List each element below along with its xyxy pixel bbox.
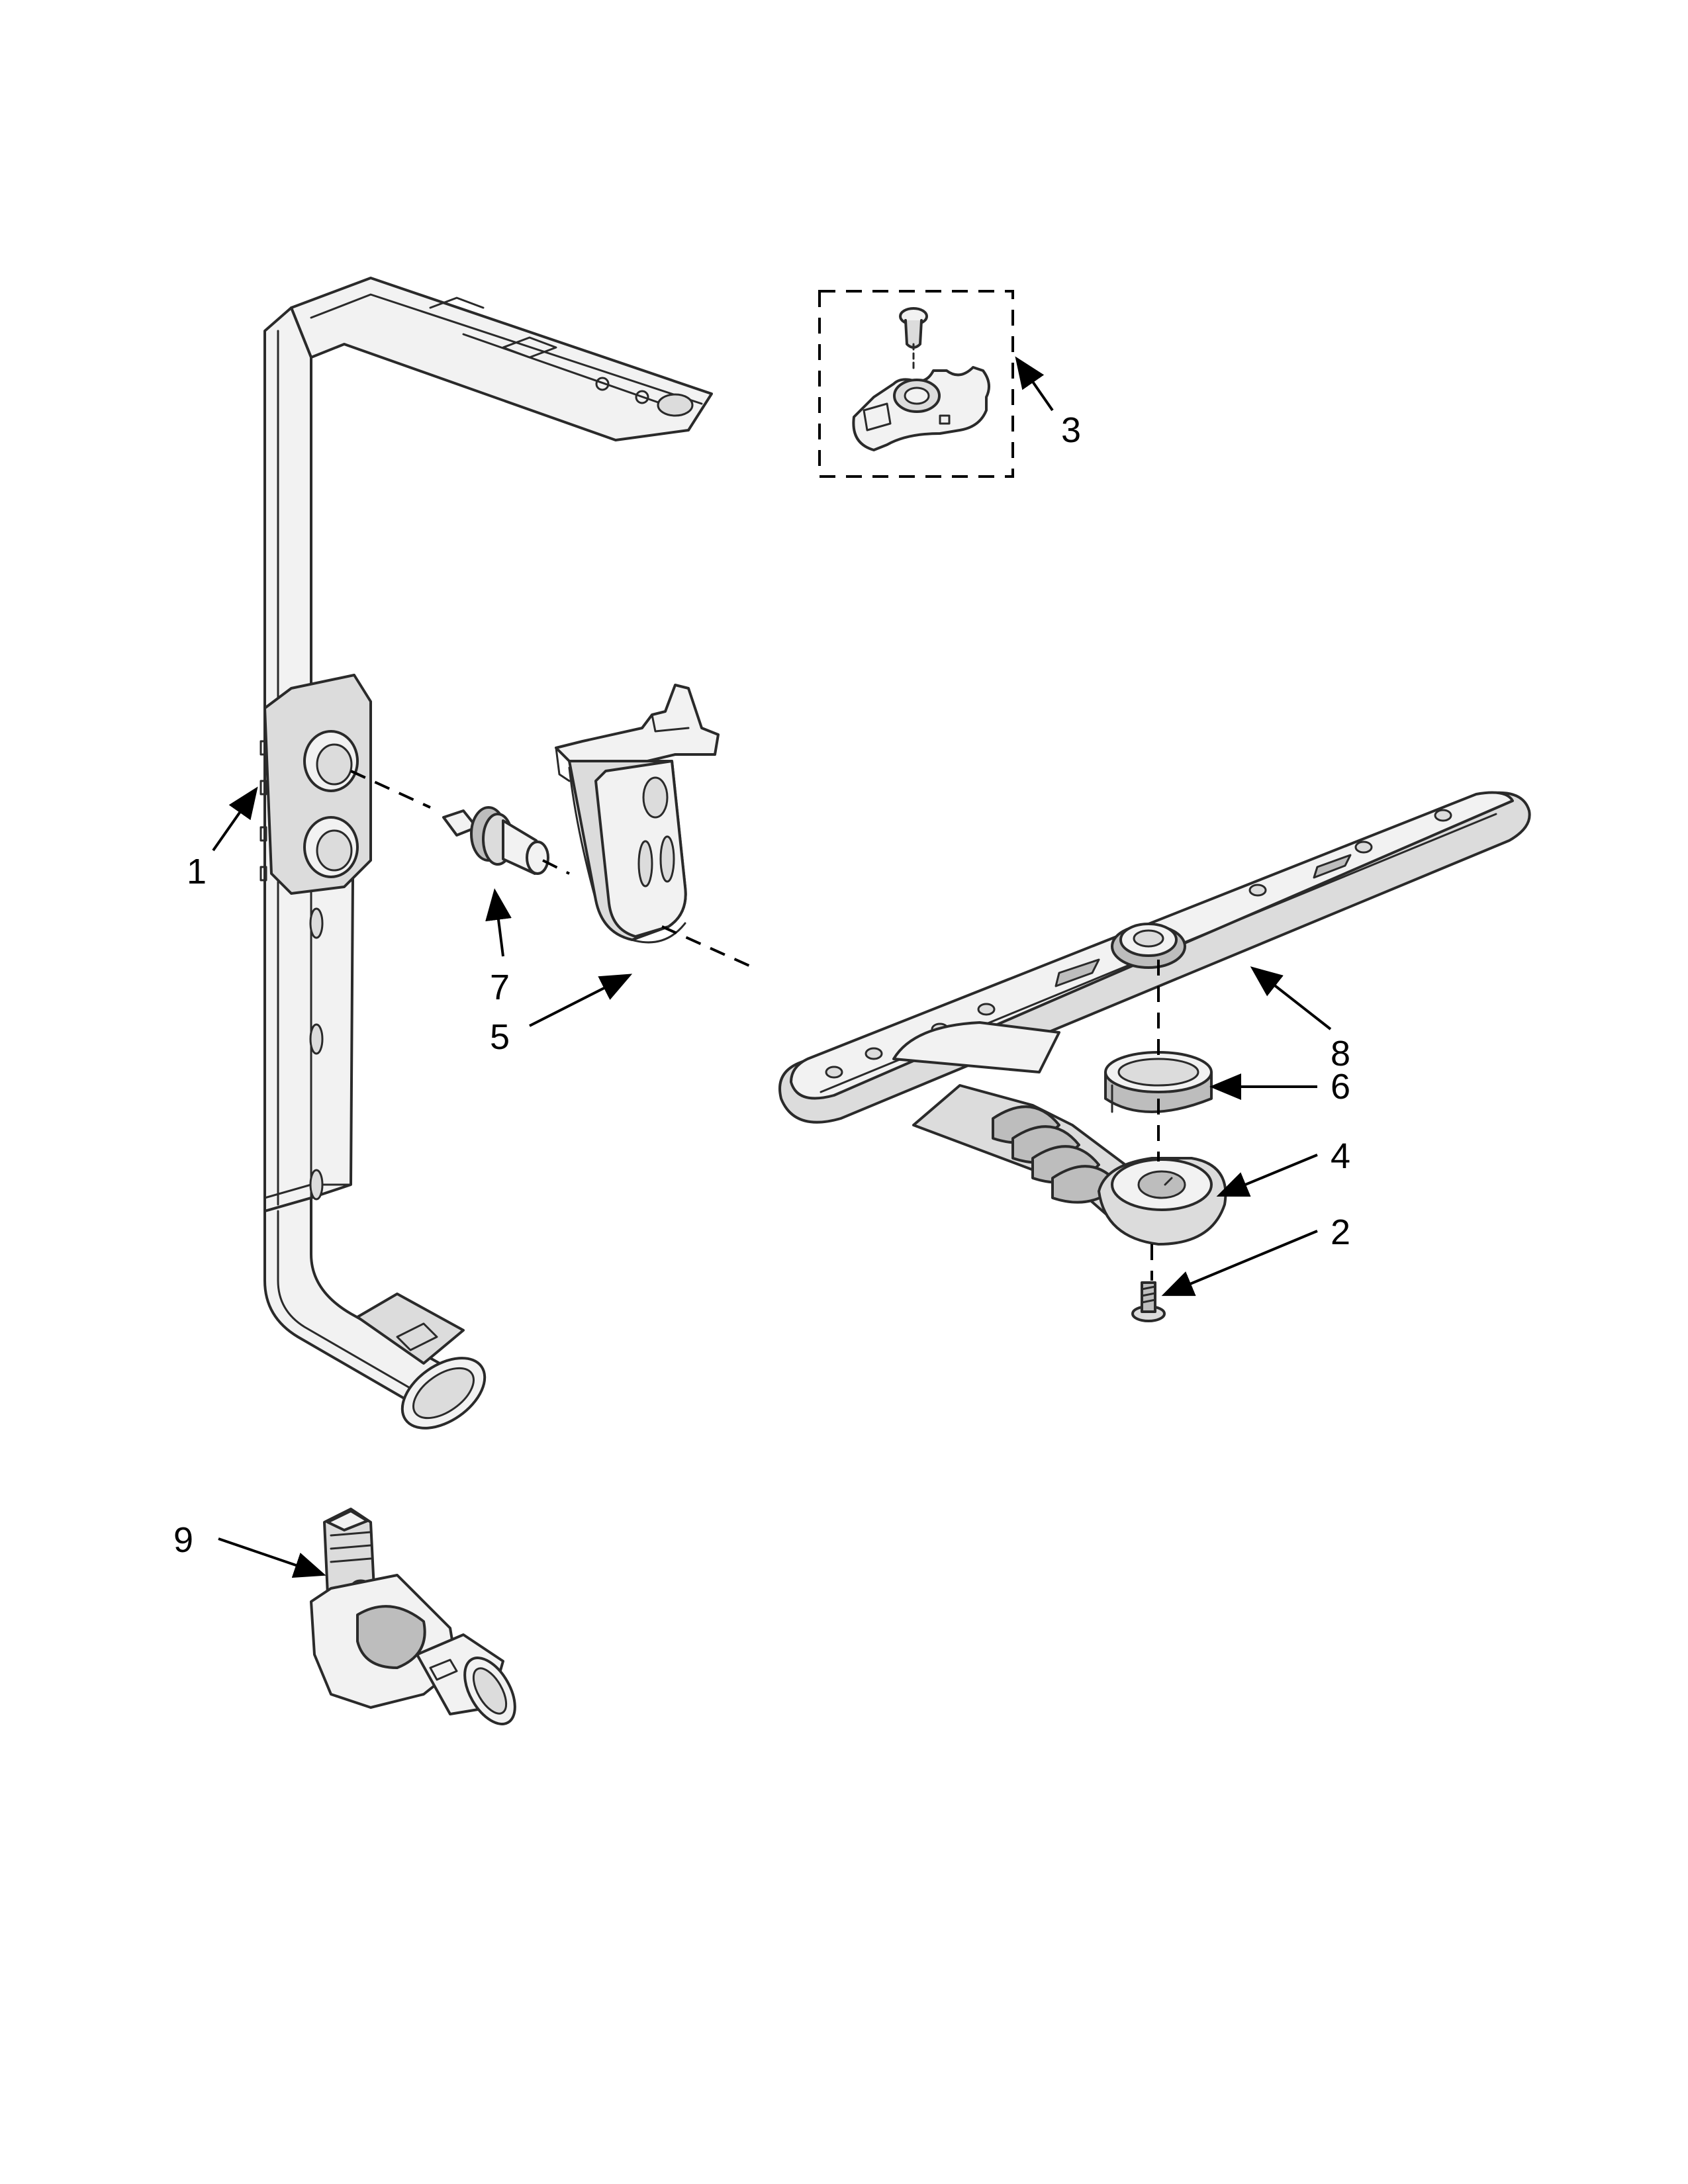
part-9-connector [310,1508,516,1725]
leader-7 [485,888,512,957]
leader-4 [1216,1154,1318,1197]
callout-8: 8 [1331,1034,1350,1073]
part-5-housing [555,684,720,944]
leader-lines [212,356,1332,1578]
leader-8 [1250,966,1332,1030]
callout-6: 6 [1331,1067,1350,1107]
part-3-mounting-clip [818,290,1014,478]
leader-5 [529,974,633,1027]
leader-2 [1161,1230,1318,1297]
leader-9 [218,1537,326,1578]
leader-1 [212,786,258,852]
part-7-nozzle [442,806,549,875]
callout-3: 3 [1061,410,1081,450]
part-2-screw [1131,1281,1166,1322]
part-6-bearing-ring [1104,1051,1213,1113]
callout-2: 2 [1331,1212,1350,1252]
callout-4: 4 [1331,1136,1350,1176]
part-4-manifold [892,1021,1227,1246]
alignment-lines [350,770,1160,1281]
callout-labels: 1 3 7 5 8 6 4 2 9 [173,410,1350,1560]
leader-3 [1015,356,1054,412]
callout-5: 5 [490,1017,510,1057]
callout-1: 1 [187,852,207,891]
callout-9: 9 [173,1520,193,1560]
callout-7: 7 [490,968,510,1007]
part-1-supply-tube [259,277,713,1430]
